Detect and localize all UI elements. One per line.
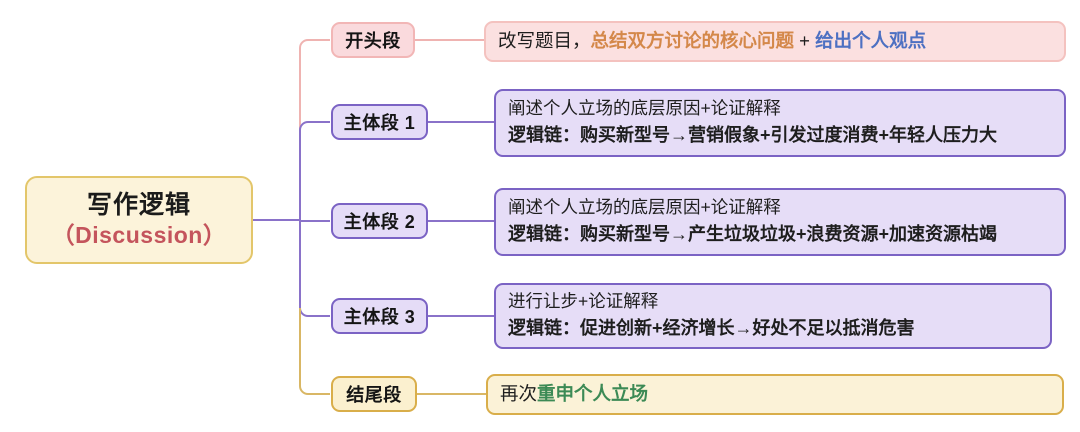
stage-label-text: 主体段 3 [343,307,416,327]
connector-branch-5 [299,308,330,395]
root-subtitle: （Discussion） [51,222,227,249]
content-segment-orange: 总结双方讨论的核心问题 [590,29,795,51]
connector-branch-4 [299,307,330,317]
root-node[interactable]: 写作逻辑 （Discussion） [25,176,253,264]
content-segment-plain: 阐述个人立场的底层原因+论证解释 [508,98,781,119]
connector-branch-1 [299,39,330,130]
content-segment-blue: 给出个人观点 [815,29,927,51]
stage-label-kaitouduan[interactable]: 开头段 [331,22,415,58]
content-segment-plain: + [794,29,816,51]
content-line: 阐述个人立场的底层原因+论证解释 [508,195,1052,221]
stage-label-zhutiduan-2[interactable]: 主体段 2 [331,203,428,239]
stage-label-text: 主体段 1 [343,113,416,133]
stage-label-zhutiduan-1[interactable]: 主体段 1 [331,104,428,140]
content-segment-plain: 阐述个人立场的底层原因+论证解释 [508,197,781,218]
content-segment-plain: 再次 [500,382,538,404]
content-segment-plain: 逻辑链：购买新型号→营销假象+引发过度消费+年轻人压力大 [508,125,998,146]
content-box-kaitouduan[interactable]: 改写题目，总结双方讨论的核心问题 + 给出个人观点 [484,21,1066,62]
stage-label-jieweiduan[interactable]: 结尾段 [331,376,417,412]
content-segment-green: 重申个人立场 [537,382,649,404]
content-line: 逻辑链：购买新型号→营销假象+引发过度消费+年轻人压力大 [508,122,1052,149]
root-title: 写作逻辑 [86,190,191,219]
content-box-jieweiduan[interactable]: 再次重申个人立场 [486,374,1064,415]
stage-label-zhutiduan-3[interactable]: 主体段 3 [331,298,428,334]
content-line: 改写题目，总结双方讨论的核心问题 + 给出个人观点 [498,29,1052,53]
content-segment-plain: 改写题目， [498,29,591,51]
content-segment-plain: 逻辑链：促进创新+经济增长→好处不足以抵消危害 [508,318,915,339]
content-box-zhutiduan-1[interactable]: 阐述个人立场的底层原因+论证解释逻辑链：购买新型号→营销假象+引发过度消费+年轻… [494,89,1066,157]
content-line: 进行让步+论证解释 [508,289,1038,315]
content-box-zhutiduan-2[interactable]: 阐述个人立场的底层原因+论证解释逻辑链：购买新型号→产生垃圾垃圾+浪费资源+加速… [494,188,1066,256]
stage-label-text: 开头段 [345,31,401,51]
content-line: 阐述个人立场的底层原因+论证解释 [508,96,1052,122]
content-line: 逻辑链：促进创新+经济增长→好处不足以抵消危害 [508,315,1038,342]
content-segment-plain: 逻辑链：购买新型号→产生垃圾垃圾+浪费资源+加速资源枯竭 [508,224,998,245]
content-segment-plain: 进行让步+论证解释 [508,291,659,312]
content-line: 再次重申个人立场 [500,382,1050,406]
stage-label-text: 结尾段 [346,385,402,405]
content-box-zhutiduan-3[interactable]: 进行让步+论证解释逻辑链：促进创新+经济增长→好处不足以抵消危害 [494,283,1052,349]
connector-branch-2 [299,121,330,131]
content-line: 逻辑链：购买新型号→产生垃圾垃圾+浪费资源+加速资源枯竭 [508,221,1052,248]
stage-label-text: 主体段 2 [343,212,416,232]
